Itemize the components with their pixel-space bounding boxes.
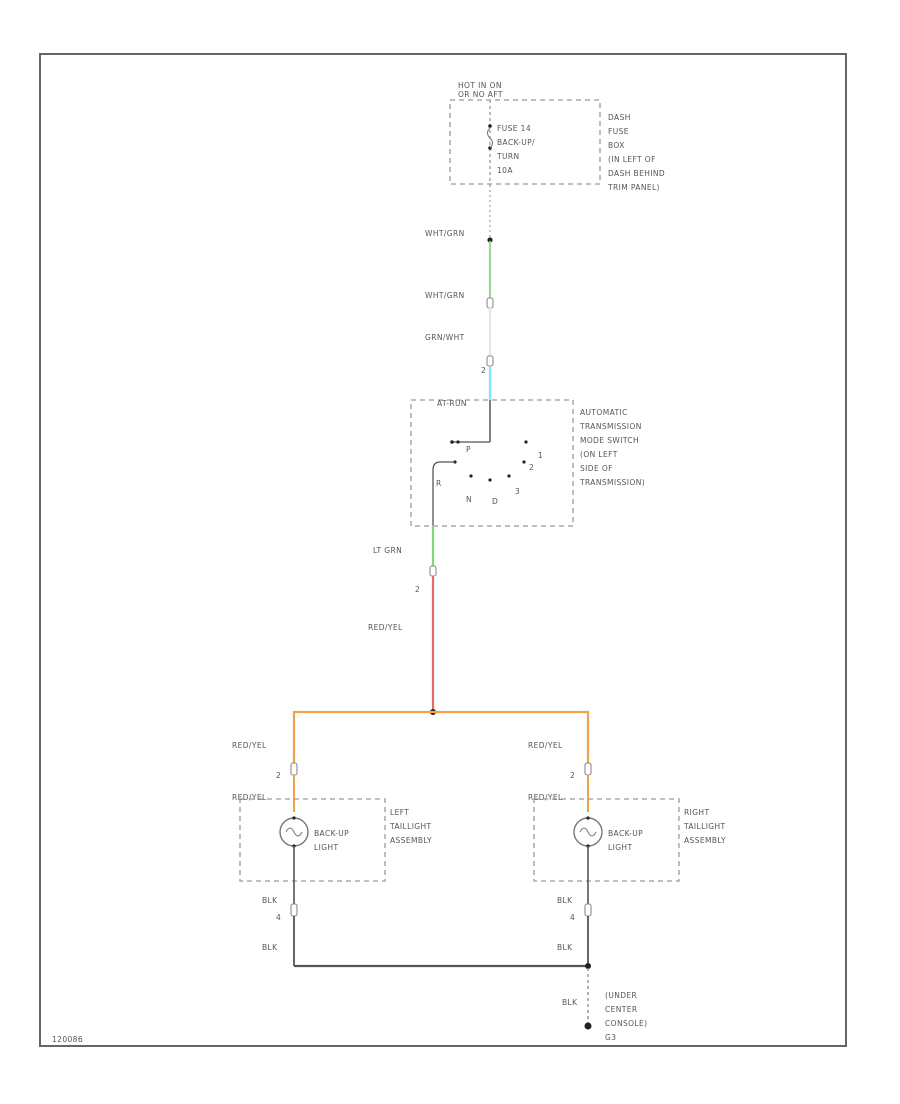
fuse-label-line-2: BACK-UP/ xyxy=(497,138,535,147)
mode-switch-name-1: AUTOMATIC xyxy=(580,408,628,417)
right-pin-top: 2 xyxy=(570,771,575,780)
connector-lt-grn xyxy=(429,565,437,577)
hot-label-line-1: HOT IN ON xyxy=(458,81,502,90)
switch-contact-pivot xyxy=(450,440,454,444)
ground-name-3: CONSOLE) xyxy=(605,1019,647,1028)
right-taillight: RED/YEL 2 RED/YEL BACK-UP LIGHT RIGHT TA… xyxy=(528,741,726,952)
switch-r-lead xyxy=(432,461,455,526)
fuse-box-name-2: FUSE xyxy=(608,127,629,136)
left-pin-bottom: 4 xyxy=(276,913,281,922)
wire-label-wht-grn-2: WHT/GRN xyxy=(425,291,465,300)
right-assembly-outline xyxy=(533,798,680,882)
left-pin-top: 2 xyxy=(276,771,281,780)
right-connector-top xyxy=(584,762,592,776)
mode-switch-name-6: TRANSMISSION) xyxy=(579,478,645,487)
switch-pos-2: 2 xyxy=(529,463,534,472)
right-bulb-terminal-top xyxy=(586,816,590,820)
fuse-box-outline xyxy=(449,99,601,185)
switch-contact-3 xyxy=(507,474,511,478)
fuse-box-name-6: TRIM PANEL) xyxy=(607,183,660,192)
wire-red-yel-branch xyxy=(292,710,590,772)
right-assembly-name-1: RIGHT xyxy=(684,808,709,817)
fuse-box-name-4: (IN LEFT OF xyxy=(608,155,656,164)
left-assembly-name-1: LEFT xyxy=(390,808,409,817)
right-wire-label-top: RED/YEL xyxy=(528,741,563,750)
mode-switch-name-3: MODE SWITCH xyxy=(580,436,639,445)
connector-wht-grn xyxy=(486,297,494,309)
splice-dot-top xyxy=(487,237,493,243)
switch-contact-n xyxy=(469,474,473,478)
fuse-label-line-4: 10A xyxy=(497,166,513,175)
wire-label-grn-wht: GRN/WHT xyxy=(425,333,465,342)
mode-switch-name-5: SIDE OF xyxy=(580,464,613,473)
switch-pos-1: 1 xyxy=(538,451,543,460)
right-lamp-label-1: BACK-UP xyxy=(608,829,643,838)
right-pin-bottom: 4 xyxy=(570,913,575,922)
right-wire-label-bottom: RED/YEL xyxy=(528,793,563,802)
left-connector-top xyxy=(290,762,298,776)
left-assembly-name-2: TAILLIGHT xyxy=(389,822,432,831)
switch-pos-r: R xyxy=(436,479,442,488)
ground-name-1: (UNDER xyxy=(605,991,637,1000)
mode-switch-header: AT-RUN xyxy=(437,399,467,408)
left-blk-label-bottom: BLK xyxy=(262,943,278,952)
ground-icon xyxy=(584,1022,592,1030)
left-bulb-terminal-top xyxy=(292,816,296,820)
switch-pos-p: P xyxy=(466,445,471,454)
switch-contact-p xyxy=(456,440,460,444)
mode-switch-outline xyxy=(410,399,574,527)
left-assembly-name-3: ASSEMBLY xyxy=(390,836,432,845)
switch-pos-3: 3 xyxy=(515,487,520,496)
right-bulb-filament xyxy=(579,827,597,837)
left-lamp-label-1: BACK-UP xyxy=(314,829,349,838)
ground-name-2: CENTER xyxy=(605,1005,638,1014)
fuse-label-line-1: FUSE 14 xyxy=(497,124,531,133)
left-assembly-outline xyxy=(239,798,386,882)
left-bulb-filament xyxy=(285,827,303,837)
ground-id: G3 xyxy=(605,1033,616,1042)
fuse-label-line-3: TURN xyxy=(496,152,520,161)
transmission-mode-switch: AT-RUN AUTOMATIC TRANSMISSION MODE SWITC… xyxy=(410,399,645,527)
wire-label-lt-grn: LT GRN xyxy=(373,546,402,555)
pin-label-switch-in: 2 xyxy=(481,366,486,375)
right-assembly-name-2: TAILLIGHT xyxy=(683,822,726,831)
right-connector-bottom xyxy=(584,903,592,917)
mode-switch-name-2: TRANSMISSION xyxy=(579,422,642,431)
mode-switch-name-4: (ON LEFT xyxy=(580,450,618,459)
ground-point: (UNDER CENTER CONSOLE) G3 xyxy=(605,991,647,1042)
switch-contact-d xyxy=(488,478,492,482)
right-blk-label-top: BLK xyxy=(557,896,573,905)
diagram-id: 120086 xyxy=(52,1035,83,1044)
left-blk-label-top: BLK xyxy=(262,896,278,905)
switch-pos-n: N xyxy=(466,495,472,504)
pin-label-switch-out: 2 xyxy=(415,585,420,594)
fuse-box-name-1: DASH xyxy=(608,113,631,122)
left-connector-bottom xyxy=(290,903,298,917)
dash-fuse-box: HOT IN ON OR NO AFT FUSE 14 BACK-UP/ TUR… xyxy=(449,81,665,192)
left-wire-label-top: RED/YEL xyxy=(232,741,267,750)
switch-contact-1 xyxy=(524,440,528,444)
switch-pos-d: D xyxy=(492,497,498,506)
fuse-terminal-top xyxy=(488,124,492,128)
hot-label-line-2: OR NO AFT xyxy=(458,90,503,99)
wire-label-red-yel: RED/YEL xyxy=(368,623,403,632)
left-taillight: RED/YEL 2 RED/YEL BACK-UP LIGHT LEFT TAI… xyxy=(232,741,432,952)
fuse-box-name-5: DASH BEHIND xyxy=(608,169,665,178)
ground-wire-label: BLK xyxy=(562,998,578,1007)
right-lamp-label-2: LIGHT xyxy=(608,843,632,852)
right-blk-label-bottom: BLK xyxy=(557,943,573,952)
fuse-icon xyxy=(487,127,493,149)
left-wire-label-bottom: RED/YEL xyxy=(232,793,267,802)
left-lamp-label-2: LIGHT xyxy=(314,843,338,852)
fuse-box-name-3: BOX xyxy=(608,141,625,150)
switch-contact-2 xyxy=(522,460,526,464)
connector-grn-wht xyxy=(486,355,494,367)
ground-splice-dot xyxy=(585,963,591,969)
right-assembly-name-3: ASSEMBLY xyxy=(684,836,726,845)
wire-label-wht-grn-1: WHT/GRN xyxy=(425,229,465,238)
diagram-frame xyxy=(39,53,847,1047)
